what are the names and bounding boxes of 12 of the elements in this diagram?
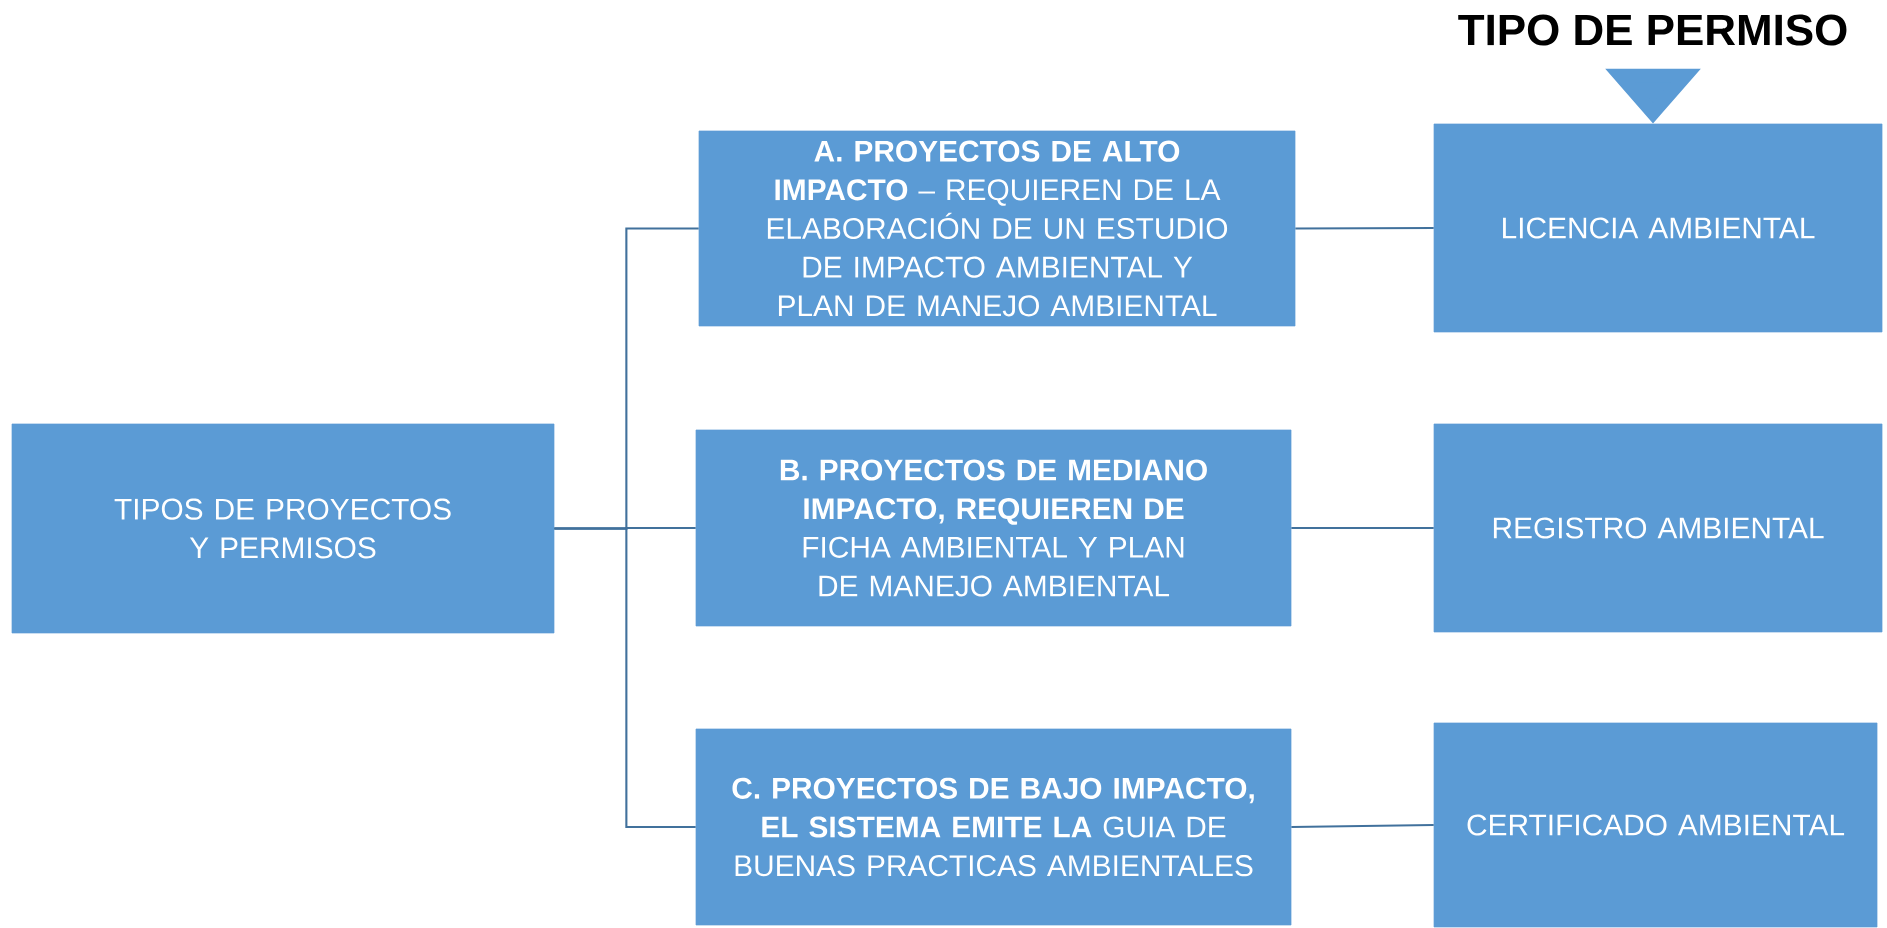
permit-box: CERTIFICADO AMBIENTAL bbox=[1433, 722, 1878, 928]
category-box: TIPOS DE PROYECTOS Y PERMISOS bbox=[11, 423, 555, 634]
connector-line bbox=[1291, 823, 1434, 829]
connector-line bbox=[554, 527, 696, 829]
permit-box: LICENCIA AMBIENTAL bbox=[1433, 123, 1883, 333]
project-box: C. PROYECTOS DE BAJO IMPACTO, EL SISTEMA EMITE LA GUIA DE BUENAS PRACTICAS AMBIENTALES bbox=[695, 728, 1292, 926]
project-box: B. PROYECTOS DE MEDIANO IMPACTO, REQUIEREN DE FICHA AMBIENTAL Y PLAN DE MANEJO AMBIENTAL bbox=[695, 429, 1292, 627]
connector-line bbox=[1291, 526, 1434, 530]
permit-box: REGISTRO AMBIENTAL bbox=[1433, 423, 1883, 633]
heading: TIPO DE PERMISO bbox=[1458, 14, 1847, 46]
connector-line bbox=[1295, 226, 1434, 230]
project-box: A. PROYECTOS DE ALTO IMPACTO – REQUIEREN DE LA ELABORACIÓN DE UN ESTUDIO DE IMPACTO AMBIENTAL Y PLAN DE MANEJO AMBIENTAL bbox=[698, 130, 1296, 327]
